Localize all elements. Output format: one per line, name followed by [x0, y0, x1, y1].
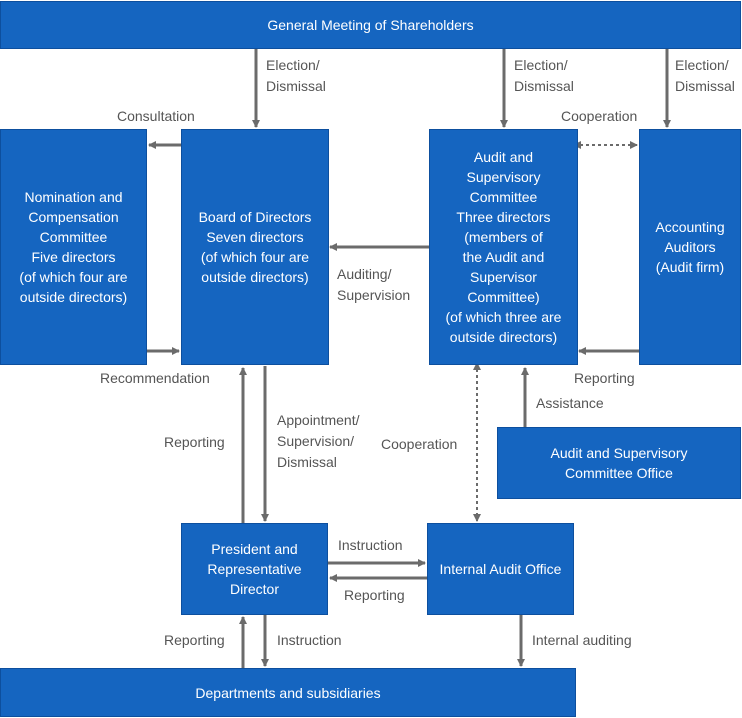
president-box: President and Representative Director: [181, 523, 328, 615]
label-cooperation-mid: Cooperation: [381, 436, 458, 452]
label-reporting-departments: Reporting: [164, 632, 225, 648]
label-instruction-departments: Instruction: [277, 632, 342, 648]
label-internal-auditing: Internal auditing: [532, 632, 632, 648]
label-cooperation-top: Cooperation: [561, 108, 638, 124]
board-of-directors-box: Board of Directors Seven directors (of w…: [181, 129, 329, 365]
label-election-audit-committee: Election/ Dismissal: [514, 57, 574, 94]
label-assistance: Assistance: [536, 395, 604, 411]
label-instruction-internal-audit: Instruction: [338, 537, 403, 553]
label-consultation: Consultation: [117, 108, 195, 124]
shareholders-box: General Meeting of Shareholders: [0, 1, 741, 49]
label-election-board: Election/ Dismissal: [266, 57, 326, 94]
label-election-accounting: Election/ Dismissal: [675, 57, 735, 94]
label-appointment: Appointment/ Supervision/ Dismissal: [277, 412, 360, 470]
accounting-auditors-box: Accounting Auditors (Audit firm): [639, 129, 741, 365]
audit-committee-box: Audit and Supervisory Committee Three di…: [429, 129, 578, 365]
internal-audit-office-box: Internal Audit Office: [427, 523, 574, 615]
nomination-committee-box: Nomination and Compensation Committee Fi…: [0, 129, 147, 365]
label-recommendation: Recommendation: [100, 370, 210, 386]
departments-box: Departments and subsidiaries: [0, 668, 576, 717]
audit-committee-office-box: Audit and Supervisory Committee Office: [497, 427, 741, 499]
label-reporting-board: Reporting: [164, 434, 225, 450]
label-reporting-accounting: Reporting: [574, 370, 635, 386]
label-auditing-supervision: Auditing/ Supervision: [337, 266, 411, 303]
label-reporting-internal-audit: Reporting: [344, 587, 405, 603]
